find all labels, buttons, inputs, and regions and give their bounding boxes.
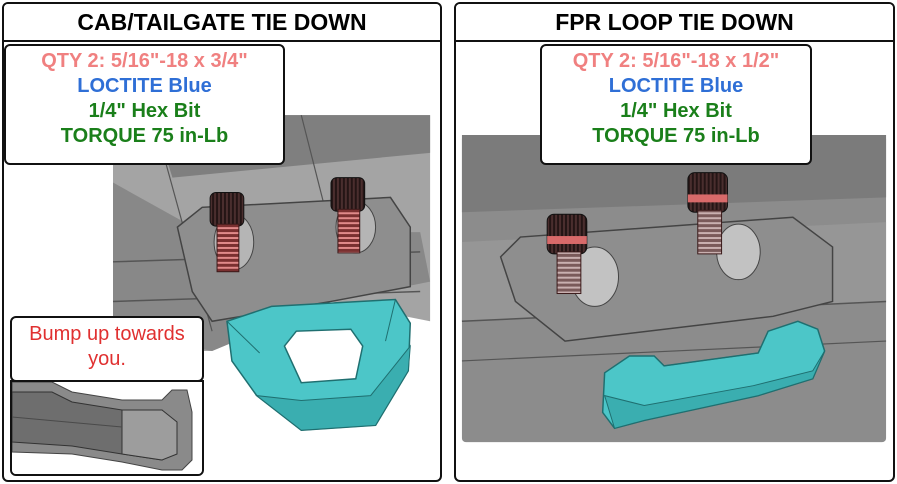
hex-bit-label: 1/4" Hex Bit <box>88 100 201 122</box>
cab-tailgate-panel: CAB/TAILGATE TIE DOWN QTY 2: 5/16"-18 x … <box>2 2 442 482</box>
teal-loop <box>601 320 826 430</box>
torque-label: TORQUE 75 in-Lb <box>592 125 760 147</box>
fpr-loop-panel: FPR LOOP TIE DOWN QTY 2: 5/16"-18 x 1/2"… <box>454 2 895 482</box>
fpr-loop-title: FPR LOOP TIE DOWN <box>456 4 893 42</box>
qty-label: QTY 2: 5/16"-18 x 3/4" <box>41 50 248 72</box>
bolt-right <box>330 177 366 254</box>
teal-tie-down <box>226 298 412 432</box>
fpr-loop-spec-box: QTY 2: 5/16"-18 x 1/2" LOCTITE Blue 1/4"… <box>540 44 812 165</box>
loctite-label: LOCTITE Blue <box>608 75 744 97</box>
inset-render <box>12 382 202 474</box>
qty-label: QTY 2: 5/16"-18 x 1/2" <box>572 50 780 72</box>
fpr-loop-render <box>461 134 887 443</box>
bolt-right <box>687 172 729 255</box>
bump-note: Bump up towards you. <box>10 316 204 382</box>
cab-tailgate-title: CAB/TAILGATE TIE DOWN <box>4 4 440 42</box>
torque-label: TORQUE 75 in-Lb <box>60 125 229 147</box>
loctite-label: LOCTITE Blue <box>77 75 212 97</box>
hex-bit-label: 1/4" Hex Bit <box>620 100 732 122</box>
cab-tailgate-spec-box: QTY 2: 5/16"-18 x 3/4" LOCTITE Blue 1/4"… <box>4 44 285 165</box>
bolt-left <box>209 191 245 273</box>
bump-inset-view <box>10 380 204 476</box>
bolt-left <box>546 213 588 295</box>
cab-tailgate-render <box>112 115 431 432</box>
